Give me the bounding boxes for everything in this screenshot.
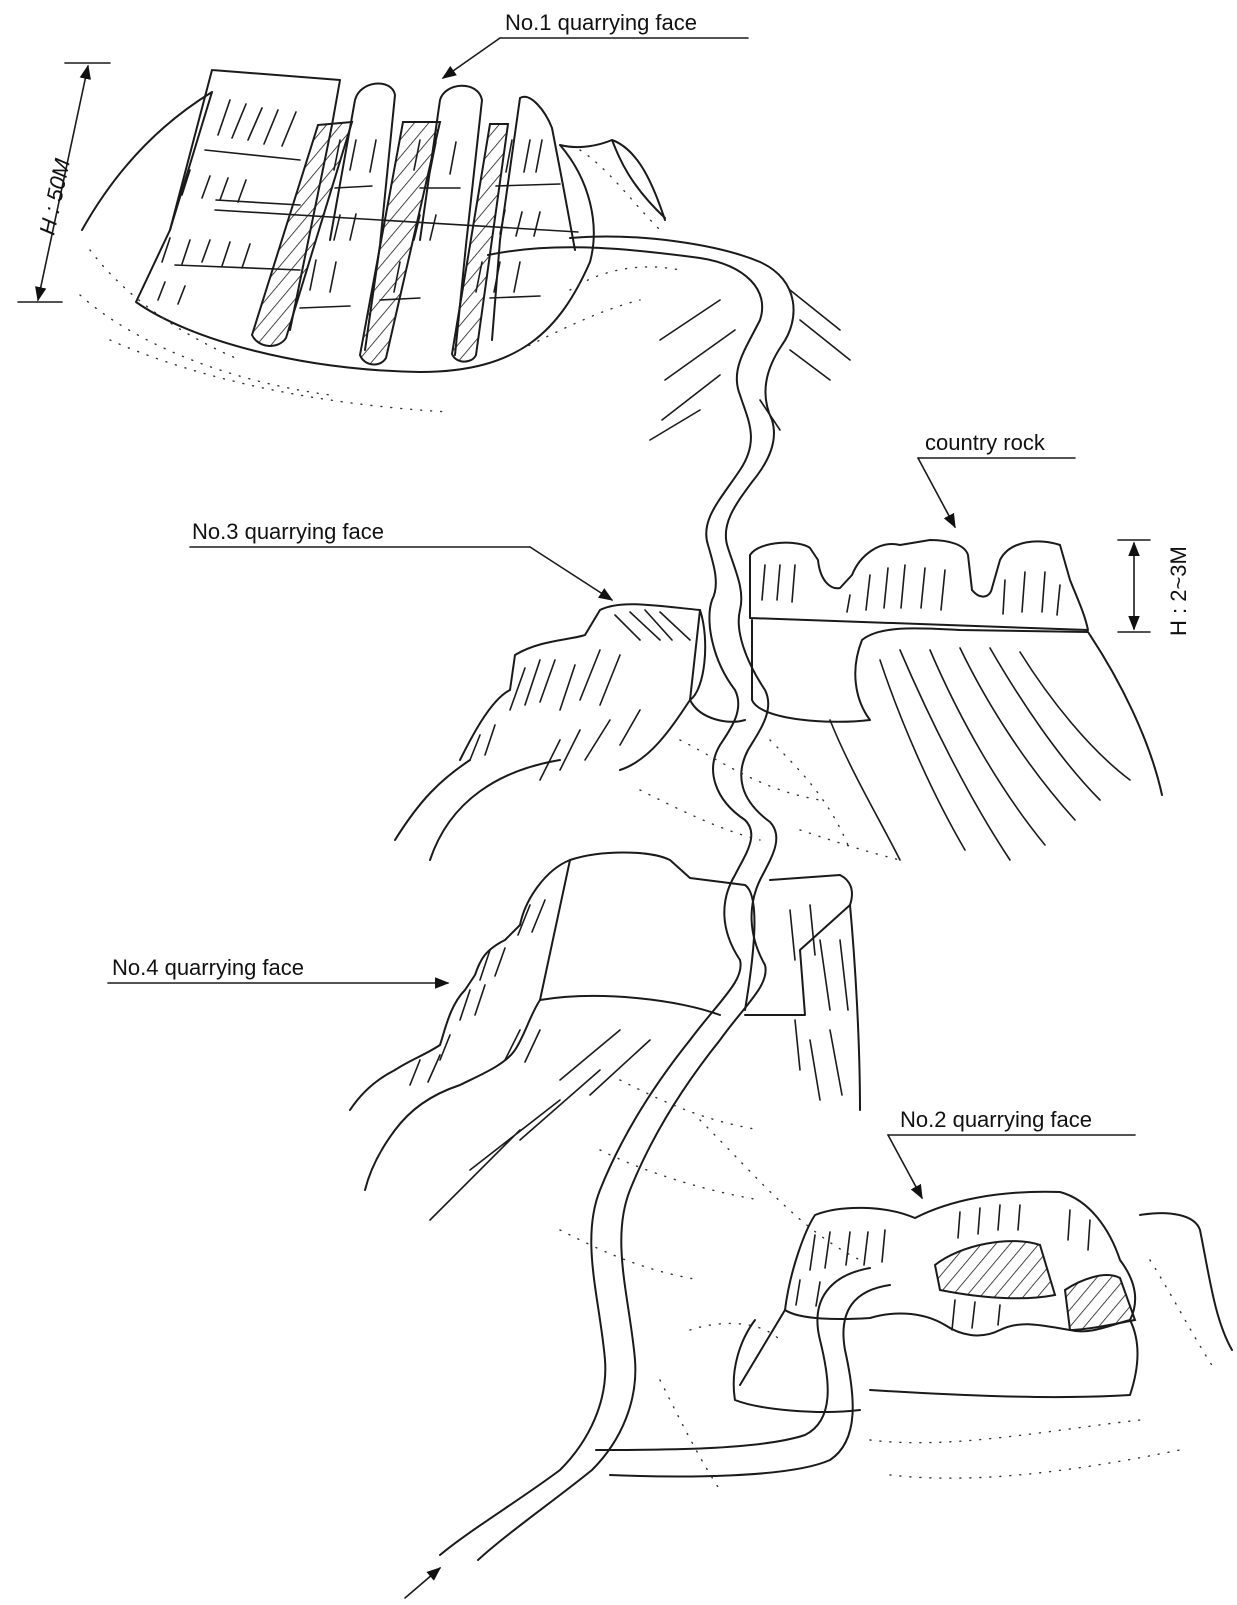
no1-slope-hatching — [650, 290, 850, 440]
country-rock — [750, 540, 1162, 860]
no2-base — [734, 1213, 1232, 1412]
no1-right-shoulder — [612, 140, 665, 220]
label-no3: No.3 quarrying face — [190, 519, 612, 600]
no4-block — [540, 853, 754, 1016]
haul-road — [405, 237, 890, 1598]
label-no2-text: No.2 quarrying face — [900, 1107, 1092, 1132]
country-rock-outline — [750, 540, 1088, 630]
label-country-rock-text: country rock — [925, 430, 1046, 455]
label-no1-leader — [443, 38, 500, 78]
label-no4: No.4 quarrying face — [108, 955, 448, 983]
country-rock-stipple — [770, 740, 900, 860]
no3-ground-stipple — [640, 740, 820, 840]
label-no1: No.1 quarrying face — [443, 10, 748, 78]
label-no2-leader — [888, 1135, 922, 1198]
height-dimension-main: H : 50M — [18, 63, 110, 302]
no4-right-block — [745, 875, 860, 1110]
road-left-edge — [440, 247, 762, 1555]
no1-quarry-face — [80, 70, 850, 440]
height-dimension-rock: H : 2~3M — [1118, 540, 1191, 636]
label-no3-text: No.3 quarrying face — [192, 519, 384, 544]
no2-ground-stipple — [660, 1260, 1215, 1490]
no2-seam-1 — [935, 1241, 1055, 1298]
no4-left-terraces — [350, 860, 570, 1190]
country-rock-slope-hatching — [830, 648, 1130, 860]
entrance-arrow — [405, 1568, 440, 1598]
no4-rock-texture — [410, 900, 848, 1220]
label-no3-leader — [530, 547, 612, 600]
country-rock-texture — [762, 565, 1060, 615]
label-country-rock-leader — [918, 458, 955, 527]
label-no1-text: No.1 quarrying face — [505, 10, 697, 35]
label-no4-text: No.4 quarrying face — [112, 955, 304, 980]
dim-rock-label: H : 2~3M — [1166, 546, 1191, 636]
no3-quarry-face — [395, 604, 820, 860]
road-right-edge — [478, 237, 794, 1560]
no2-seam-2 — [1065, 1275, 1135, 1330]
dim-main-label: H : 50M — [34, 156, 75, 237]
label-country-rock: country rock — [918, 430, 1075, 527]
no4-quarry-face — [350, 853, 860, 1281]
label-no2: No.2 quarrying face — [888, 1107, 1135, 1198]
no3-outline — [395, 604, 700, 860]
road-branch-to-no2 — [596, 1268, 890, 1476]
